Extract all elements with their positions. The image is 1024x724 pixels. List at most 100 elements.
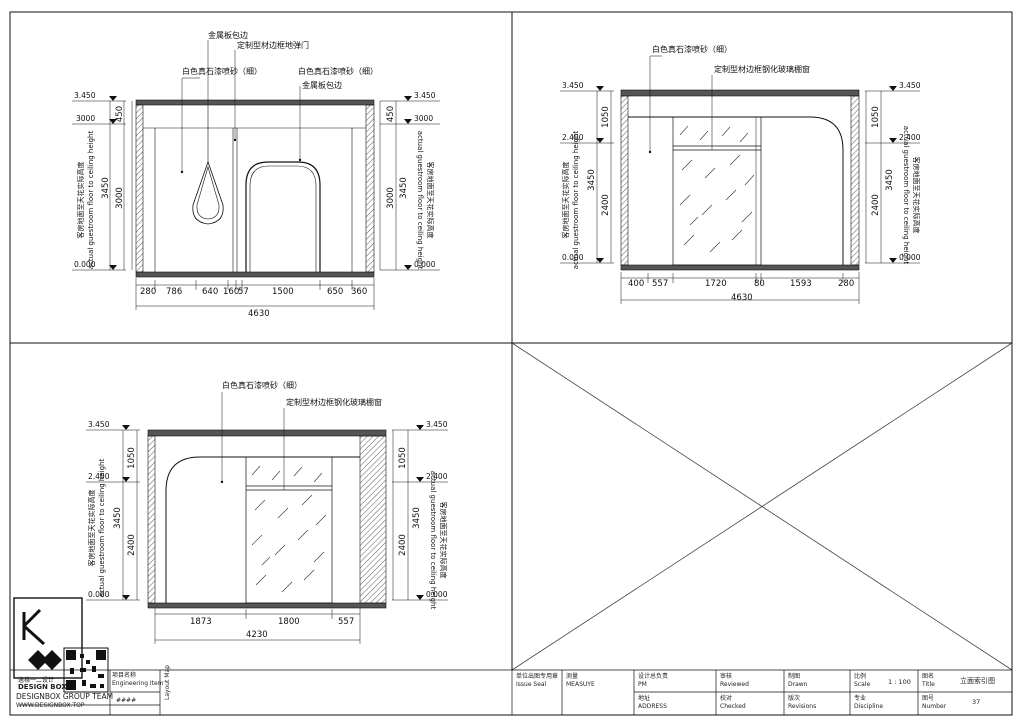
d2-horizontal-dims: 400 557 1720 80 1593 280 4630	[620, 272, 860, 304]
svg-text:2400: 2400	[601, 194, 611, 216]
svg-text:2.400: 2.400	[426, 472, 448, 481]
svg-text:3000: 3000	[414, 114, 433, 123]
address-cn: 地址	[638, 695, 651, 702]
svg-text:1050: 1050	[127, 447, 137, 469]
d1-total: 4630	[248, 309, 270, 319]
measure-cn: 测量	[566, 673, 579, 680]
svg-text:3.450: 3.450	[426, 420, 448, 429]
svg-text:3450: 3450	[101, 177, 111, 199]
svg-text:2.400: 2.400	[899, 133, 921, 142]
svg-text:280: 280	[838, 279, 854, 289]
svg-text:400: 400	[628, 279, 644, 289]
project-value: ####	[116, 697, 137, 704]
svg-text:客房地面至天花实际高度: 客房地面至天花实际高度	[912, 157, 921, 234]
svg-text:557: 557	[652, 279, 668, 289]
svg-text:actual guestroom floor to ceil: actual guestroom floor to ceiling height	[98, 459, 106, 598]
svg-text:actual guestroom floor to ceil: actual guestroom floor to ceiling height	[902, 126, 910, 265]
d1-note-3: 白色真石漆喷砂（细）	[182, 66, 262, 76]
title-value: 立面索引图	[960, 677, 995, 685]
title-cn: 图名	[922, 673, 935, 680]
svg-text:80: 80	[754, 279, 765, 289]
number-value: 37	[972, 698, 981, 706]
svg-text:3.450: 3.450	[899, 81, 921, 90]
svg-text:3000: 3000	[76, 114, 95, 123]
svg-text:640: 640	[202, 287, 218, 297]
svg-text:280: 280	[140, 287, 156, 297]
d2-glass-window	[672, 116, 762, 266]
d2-note-1: 白色真石漆喷砂（细）	[652, 44, 732, 54]
svg-text:3.450: 3.450	[88, 420, 110, 429]
pm-cn: 设计总负责	[638, 673, 669, 680]
project-label-cn: 项目名称	[112, 672, 137, 679]
svg-text:2.400: 2.400	[88, 472, 110, 481]
number-cn: 图号	[922, 695, 935, 702]
svg-text:actual guestroom floor to ceil: actual guestroom floor to ceiling height	[429, 471, 437, 610]
svg-text:1593: 1593	[790, 279, 812, 289]
svg-text:1050: 1050	[871, 106, 881, 128]
qr-code-icon	[63, 647, 109, 693]
d1-note-4: 白色真石漆喷砂（细）	[298, 66, 378, 76]
svg-text:160: 160	[223, 287, 239, 297]
d2-levels-right: 3.450 2.400 0.000 1050 2400 3450 actual …	[865, 81, 921, 264]
svg-text:57: 57	[238, 287, 249, 297]
d2-total: 4630	[731, 293, 753, 303]
d2-levels-left: 3.450 2.400 0.000 1050 2400 3450 actual …	[560, 81, 614, 269]
svg-text:客房地面至天花实际高度: 客房地面至天花实际高度	[76, 162, 85, 239]
svg-text:557: 557	[338, 617, 354, 627]
svg-text:3450: 3450	[885, 169, 895, 191]
checked-en: Checked	[720, 703, 746, 710]
drawn-en: Drawn	[788, 681, 808, 688]
svg-text:3450: 3450	[587, 169, 597, 191]
svg-text:3.450: 3.450	[74, 91, 96, 100]
d3-note-1: 白色真石漆喷砂（细）	[222, 380, 302, 390]
d3-horizontal-dims: 1873 1800 557 4230	[154, 608, 361, 644]
svg-text:2400: 2400	[127, 534, 137, 556]
seal-cn: 单位出图专用章	[516, 673, 559, 680]
svg-text:3450: 3450	[412, 507, 422, 529]
d3-total: 4230	[246, 630, 268, 640]
measure-en: MEASUYE	[566, 681, 595, 688]
d3-levels-left: 3.450 2.400 0.000 1050 2400 3450 actual …	[86, 420, 140, 601]
company-cn: 逸格一二设计	[18, 677, 55, 684]
layout-label: Layout Map	[164, 665, 171, 700]
reviewed-en: Reviewed	[720, 681, 749, 688]
scale-cn: 比例	[854, 673, 867, 680]
svg-text:0.000: 0.000	[562, 253, 584, 262]
svg-text:1800: 1800	[278, 617, 300, 627]
svg-text:3000: 3000	[386, 187, 396, 209]
website: WWW.DESIGNBOX.TOP	[16, 702, 85, 709]
svg-text:0.000: 0.000	[88, 590, 110, 599]
sheet-border	[9, 11, 1013, 716]
d2-note-2: 定制型材边框钢化玻璃棚窗	[714, 64, 810, 74]
svg-text:客房地面至天花实际高度: 客房地面至天花实际高度	[87, 490, 96, 567]
discipline-en: Discipline	[854, 703, 884, 710]
elevation-2: 白色真石漆喷砂（细） 定制型材边框钢化玻璃棚窗 3.450 2.400 0.00…	[560, 44, 921, 304]
revisions-en: Revisions	[788, 703, 817, 710]
seal-en: Issue Seal	[516, 681, 547, 688]
svg-text:3000: 3000	[115, 187, 125, 209]
checked-cn: 校对	[720, 695, 733, 702]
svg-text:0.000: 0.000	[74, 260, 96, 269]
reviewed-cn: 审核	[720, 673, 733, 680]
svg-text:3450: 3450	[399, 177, 409, 199]
company-logo	[13, 597, 109, 693]
svg-text:actual guestroom floor to ceil: actual guestroom floor to ceiling height	[572, 131, 580, 270]
svg-text:0.000: 0.000	[414, 260, 436, 269]
d1-note-5: 金属板包边	[302, 80, 342, 90]
drawn-cn: 制图	[788, 673, 801, 680]
svg-text:450: 450	[115, 106, 125, 122]
title-block	[10, 669, 1012, 715]
svg-text:3.450: 3.450	[414, 91, 436, 100]
svg-text:1050: 1050	[398, 447, 408, 469]
discipline-cn: 专业	[854, 695, 867, 702]
svg-text:1873: 1873	[190, 617, 212, 627]
svg-text:786: 786	[166, 287, 182, 297]
elevation-3: 白色真石漆喷砂（细） 定制型材边框钢化玻璃棚窗 3.450 2.400 0.00…	[86, 380, 448, 644]
svg-text:450: 450	[386, 106, 396, 122]
elevation-1: 金属板包边 定制型材边框地弹门 白色真石漆喷砂（细） 白色真石漆喷砂（细） 金属…	[72, 30, 440, 319]
d3-glass-window	[245, 456, 333, 604]
svg-text:650: 650	[327, 287, 343, 297]
d3-levels-right: 3.450 2.400 0.000 1050 2400 3450 actual …	[392, 420, 448, 609]
svg-text:客房地面至天花实际高度: 客房地面至天花实际高度	[426, 162, 435, 239]
